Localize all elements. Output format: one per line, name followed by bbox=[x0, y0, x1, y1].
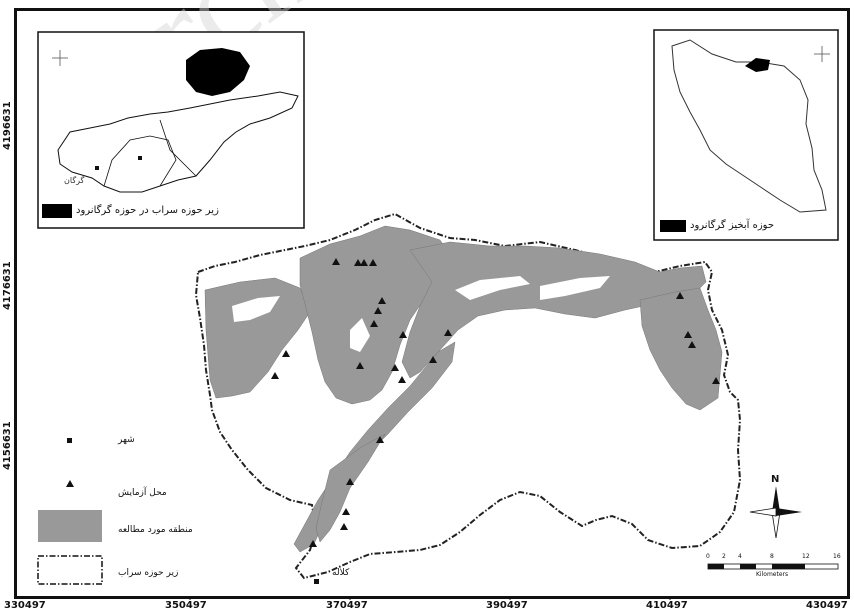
test-site-marker bbox=[399, 331, 407, 338]
test-site-marker bbox=[346, 478, 354, 485]
test-site-marker bbox=[309, 540, 317, 547]
test-site-marker bbox=[360, 259, 368, 266]
legend-subbasin-label: زیر حوزه سراب bbox=[118, 568, 179, 578]
test-site-marker bbox=[378, 297, 386, 304]
inset-left-subbasin bbox=[186, 48, 250, 96]
legend-test-site-symbol bbox=[66, 480, 74, 487]
inset-left-basin bbox=[57, 91, 299, 193]
scale-tick: 16 bbox=[833, 553, 841, 560]
city-marker bbox=[314, 579, 319, 584]
inset-right-legend-swatch bbox=[660, 220, 686, 232]
test-site-marker bbox=[354, 259, 362, 266]
test-site-marker bbox=[356, 362, 364, 369]
test-site-marker bbox=[340, 523, 348, 530]
inset-right-box bbox=[653, 29, 839, 241]
scale-tick: 8 bbox=[770, 553, 774, 560]
small-north-arrow-icon bbox=[52, 50, 68, 66]
north-arrow-icon bbox=[749, 486, 802, 539]
test-site-marker bbox=[332, 258, 340, 265]
test-site-marker bbox=[684, 331, 692, 338]
legend-test-site-label: محل آزمایش bbox=[118, 488, 167, 498]
scale-bar bbox=[707, 563, 839, 570]
study-area-patches bbox=[204, 225, 723, 553]
small-north-arrow-icon bbox=[814, 46, 830, 62]
y-tick-label: 4156631 bbox=[2, 421, 13, 470]
subbasin-boundary bbox=[194, 212, 742, 580]
test-site-marker bbox=[282, 350, 290, 357]
y-tick-label: 4196631 bbox=[2, 101, 13, 150]
city-label-kalaleh: کلاله bbox=[332, 568, 350, 578]
test-site-marker bbox=[374, 307, 382, 314]
test-site-marker bbox=[429, 356, 437, 363]
scale-unit: Kilometers bbox=[756, 571, 789, 578]
test-site-marker bbox=[712, 377, 720, 384]
test-site-marker bbox=[676, 292, 684, 299]
inset-left-city-label: گرگان bbox=[64, 176, 85, 185]
test-site-marker bbox=[271, 372, 279, 379]
test-site-marker bbox=[391, 364, 399, 371]
scale-tick: 4 bbox=[738, 553, 742, 560]
test-site-marker bbox=[342, 508, 350, 515]
x-tick-label: 370497 bbox=[326, 600, 368, 611]
inset-right-caption: حوزه آبخیز گرگانرود bbox=[690, 220, 774, 231]
x-tick-label: 430497 bbox=[806, 600, 848, 611]
inset-right-basin bbox=[745, 58, 770, 72]
test-sites bbox=[271, 258, 720, 547]
north-label: N bbox=[771, 474, 780, 485]
x-tick-label: 330497 bbox=[4, 600, 46, 611]
test-site-marker bbox=[398, 376, 406, 383]
legend-city-symbol bbox=[67, 438, 72, 443]
test-site-marker bbox=[376, 436, 384, 443]
legend-study-area-symbol bbox=[38, 510, 102, 542]
study-area-gaps bbox=[232, 276, 610, 352]
test-site-marker bbox=[369, 259, 377, 266]
scale-tick: 12 bbox=[802, 553, 810, 560]
inset-left-legend-swatch bbox=[42, 204, 72, 218]
inset-left-caption: زیر حوزه سراب در حوزه گرگانرود bbox=[76, 205, 219, 216]
x-tick-label: 410497 bbox=[646, 600, 688, 611]
test-site-marker bbox=[444, 329, 452, 336]
scale-tick: 2 bbox=[722, 553, 726, 560]
x-tick-label: 350497 bbox=[165, 600, 207, 611]
legend-study-area-label: منطقه مورد مطالعه bbox=[118, 525, 193, 535]
legend-subbasin-symbol bbox=[37, 555, 103, 585]
y-tick-label: 4176631 bbox=[2, 261, 13, 310]
test-site-marker bbox=[688, 341, 696, 348]
scale-tick: 0 bbox=[706, 553, 710, 560]
legend-city-label: شهر bbox=[118, 435, 135, 445]
x-tick-label: 390497 bbox=[486, 600, 528, 611]
test-site-marker bbox=[370, 320, 378, 327]
